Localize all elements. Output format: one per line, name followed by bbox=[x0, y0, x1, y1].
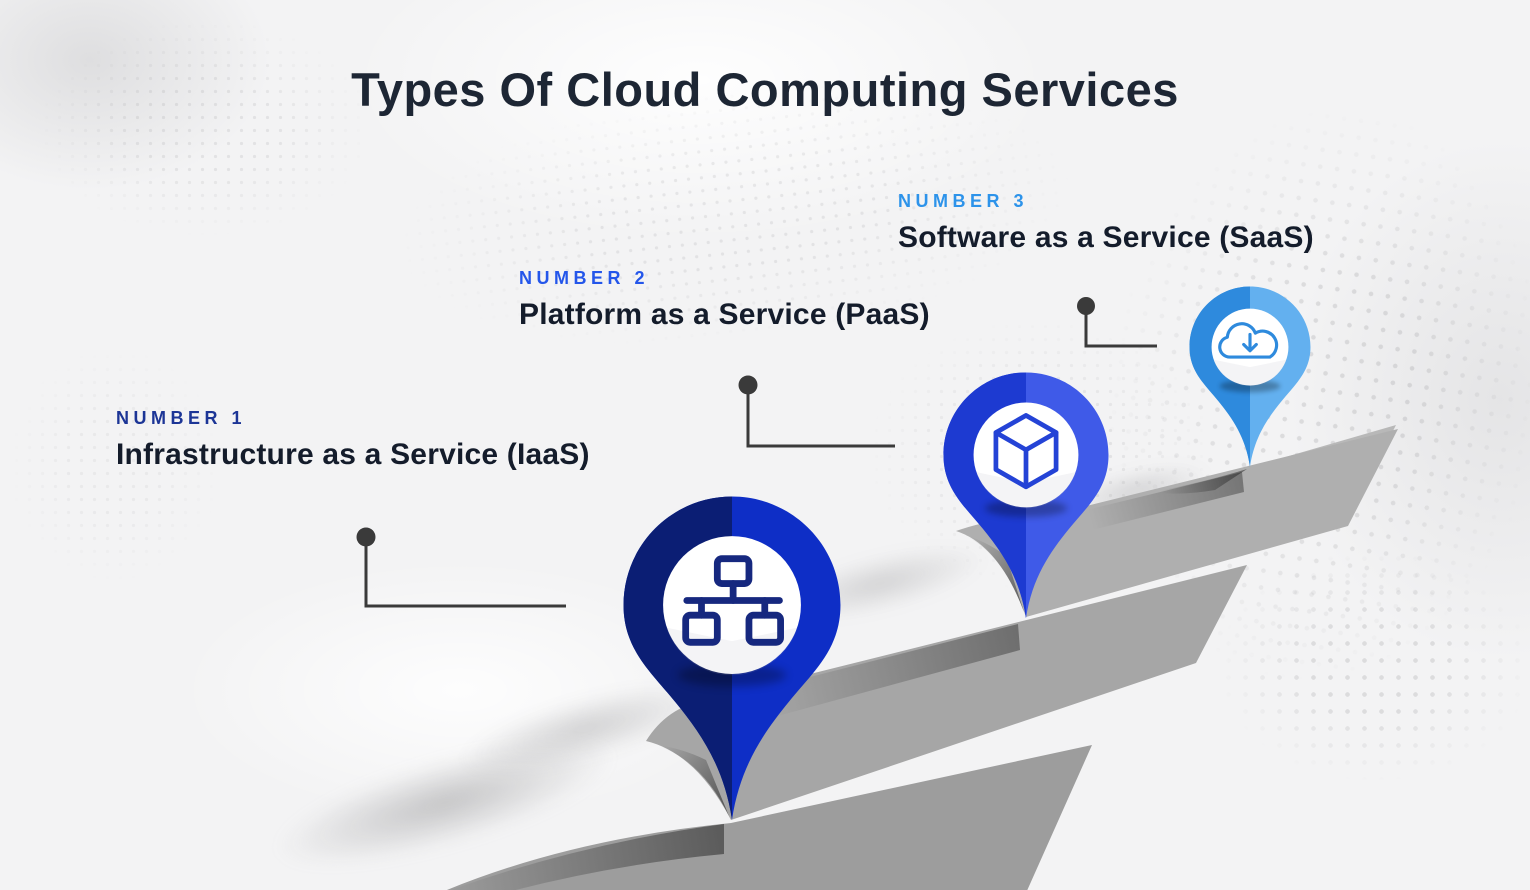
item-2-service-name: Platform as a Service (PaaS) bbox=[519, 298, 930, 331]
item-2-number-label: NUMBER 2 bbox=[519, 268, 650, 288]
item-1-number-label: NUMBER 1 bbox=[116, 408, 247, 428]
page-title: Types Of Cloud Computing Services bbox=[351, 63, 1179, 116]
item-2-label: NUMBER 2 Platform as a Service (PaaS) bbox=[519, 268, 930, 332]
connector-line bbox=[364, 544, 566, 608]
item-3-number-label: NUMBER 3 bbox=[898, 191, 1029, 211]
stair-step-3 bbox=[956, 429, 1398, 617]
pin-paas bbox=[943, 372, 1109, 619]
cloud-download-icon bbox=[1218, 322, 1279, 359]
stair-step-2 bbox=[646, 565, 1247, 820]
connector-line bbox=[1084, 312, 1157, 348]
item-1-service-name: Infrastructure as a Service (IaaS) bbox=[116, 438, 590, 471]
item-1-label: NUMBER 1 Infrastructure as a Service (Ia… bbox=[116, 408, 590, 472]
item-3-label: NUMBER 3 Software as a Service (SaaS) bbox=[898, 191, 1314, 255]
pin-circle-shadow bbox=[984, 499, 1068, 517]
connector-dot bbox=[1077, 297, 1095, 315]
pin-circle-shade bbox=[976, 472, 1076, 509]
stair-shadow bbox=[1153, 469, 1247, 494]
connector-dot bbox=[356, 527, 376, 547]
pin-circle-shade bbox=[1213, 359, 1287, 387]
pin-saas bbox=[1189, 286, 1311, 467]
connector-line bbox=[746, 392, 895, 448]
item-3-service-name: Software as a Service (SaaS) bbox=[898, 221, 1314, 254]
pin-circle-shadow bbox=[1219, 379, 1281, 393]
pin-iaas bbox=[623, 496, 841, 820]
connector-1 bbox=[356, 527, 566, 608]
connector-3 bbox=[1077, 297, 1157, 348]
connector-dot bbox=[738, 375, 758, 395]
connector-2 bbox=[738, 375, 895, 448]
stair-shadow bbox=[960, 534, 1024, 612]
cube-icon bbox=[993, 413, 1059, 490]
